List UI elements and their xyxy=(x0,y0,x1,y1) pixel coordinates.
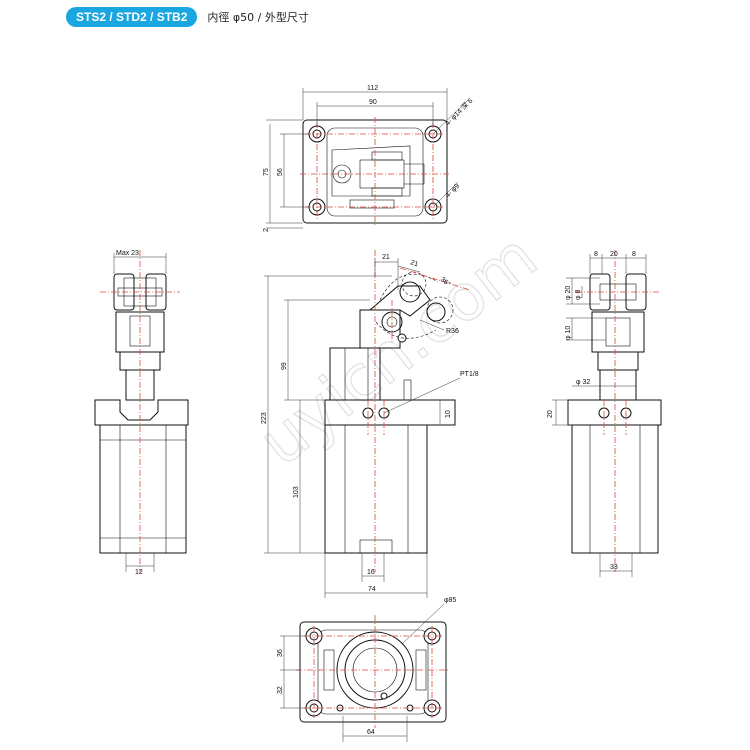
dim-bottom-32: 32 xyxy=(277,686,284,694)
dim-front-port: PT1/8 xyxy=(460,371,479,378)
dim-left-max23: Max 23 xyxy=(116,250,139,257)
dim-top-56: 56 xyxy=(277,168,284,176)
dim-front-223: 223 xyxy=(261,412,268,424)
watermark: uyicn.com xyxy=(246,220,551,481)
dim-front-21b: 21 xyxy=(409,259,419,268)
dim-bottom-85: φ85 xyxy=(444,597,456,604)
dim-right-pin-d: φ 10 xyxy=(565,326,572,340)
right-side-view xyxy=(552,250,662,577)
dim-front-10: 10 xyxy=(445,410,452,418)
dim-front-r36: R36 xyxy=(446,328,459,335)
dim-top-2: 2 xyxy=(263,228,270,232)
dim-right-roller-d2: φ 8 xyxy=(575,290,582,300)
dim-right-20h: 20 xyxy=(547,410,554,418)
bottom-view xyxy=(280,603,450,742)
dim-bottom-64: 64 xyxy=(367,729,375,736)
top-view xyxy=(266,88,469,229)
dim-cbore-holes: 4- φ14 深 6 xyxy=(443,96,474,127)
dim-top-75: 75 xyxy=(263,168,270,176)
dim-right-20: 20 xyxy=(610,251,618,258)
dim-right-33: 33 xyxy=(610,564,618,571)
dim-right-8b: 8 xyxy=(632,251,636,258)
dim-front-74: 74 xyxy=(368,586,376,593)
dim-top-90: 90 xyxy=(369,99,377,106)
dim-top-112: 112 xyxy=(367,85,378,92)
left-side-view xyxy=(94,250,189,572)
front-view xyxy=(264,250,471,598)
dim-front-103: 103 xyxy=(293,486,300,498)
dim-right-8a: 8 xyxy=(594,251,598,258)
header: STS2 / STD2 / STB2 内徑 φ50 / 外型尺寸 xyxy=(66,6,309,28)
dim-bottom-36: 36 xyxy=(277,649,284,657)
dim-right-roller-d: φ 20 xyxy=(565,286,572,300)
dim-left-12: 12 xyxy=(135,569,143,576)
dim-front-99: 99 xyxy=(281,362,288,370)
model-badge: STS2 / STD2 / STB2 xyxy=(66,7,198,27)
dim-front-21: 21 xyxy=(382,254,390,261)
dim-front-16: 16 xyxy=(367,569,375,576)
dim-right-rod-d: φ 32 xyxy=(576,379,590,386)
spec-text: 内徑 φ50 / 外型尺寸 xyxy=(207,11,309,24)
